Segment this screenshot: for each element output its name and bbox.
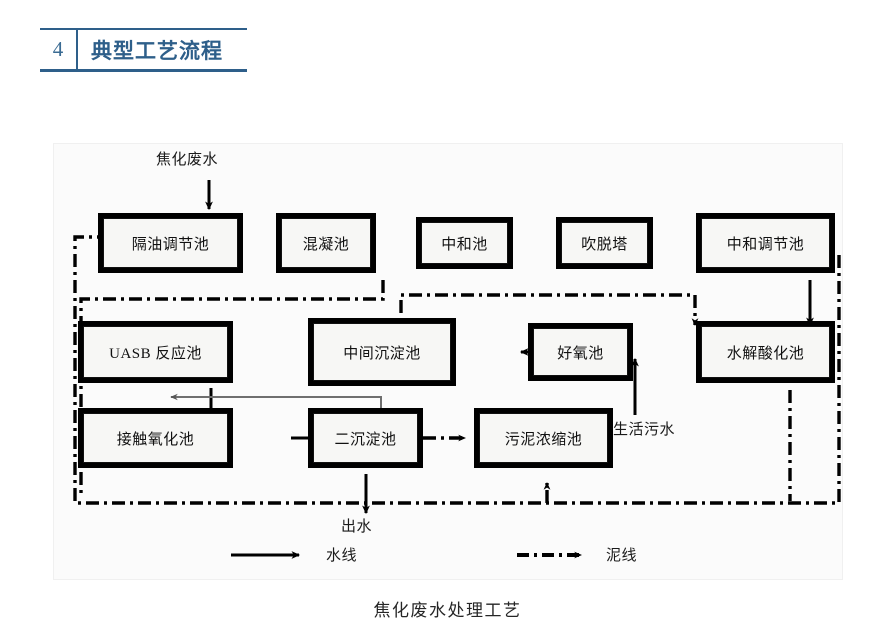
process-box-oil-separation-tank[interactable]: 隔油调节池 (98, 213, 243, 273)
process-box-label: 混凝池 (281, 218, 371, 268)
process-box-label: UASB 反应池 (83, 326, 228, 378)
process-box-uasb-reactor[interactable]: UASB 反应池 (78, 321, 233, 383)
process-box-label: 好氧池 (533, 328, 628, 376)
process-flow-diagram: 隔油调节池 混凝池 中和池 吹脱塔 中和调节池 UASB 反应池 中间沉淀池 好… (53, 143, 843, 580)
flow-label-effluent: 出水 (341, 518, 373, 535)
process-box-stripping-tower[interactable]: 吹脱塔 (556, 217, 653, 269)
section-title: 典型工艺流程 (91, 39, 223, 63)
process-box-hydrolysis-acidification-tank[interactable]: 水解酸化池 (696, 321, 835, 383)
header-divider (76, 30, 78, 69)
process-box-secondary-sedimentation-tank[interactable]: 二沉淀池 (308, 408, 423, 468)
section-header: 4 典型工艺流程 (40, 28, 247, 72)
process-box-intermediate-sedimentation-tank[interactable]: 中间沉淀池 (308, 318, 456, 386)
flow-label-domestic-sewage: 生活污水 (613, 421, 676, 438)
process-box-coagulation-tank[interactable]: 混凝池 (276, 213, 376, 273)
process-box-neutral-regulating-tank[interactable]: 中和调节池 (696, 213, 835, 273)
process-box-label: 污泥浓缩池 (479, 413, 608, 463)
process-box-contact-oxidation-tank[interactable]: 接触氧化池 (78, 408, 233, 468)
legend-label-water-line: 水线 (326, 547, 358, 564)
legend-label-sludge-line: 泥线 (606, 547, 638, 564)
process-box-label: 吹脱塔 (561, 222, 648, 264)
process-box-label: 中和池 (421, 222, 508, 264)
process-box-label: 中间沉淀池 (313, 323, 451, 381)
process-box-label: 二沉淀池 (313, 413, 418, 463)
process-box-label: 隔油调节池 (103, 218, 238, 268)
section-number: 4 (52, 37, 64, 61)
process-box-aerobic-tank[interactable]: 好氧池 (528, 323, 633, 381)
process-box-label: 接触氧化池 (83, 413, 228, 463)
flow-label-influent: 焦化废水 (156, 151, 219, 168)
process-box-neutralization-tank[interactable]: 中和池 (416, 217, 513, 269)
process-box-sludge-thickening-tank[interactable]: 污泥浓缩池 (474, 408, 613, 468)
process-box-label: 水解酸化池 (701, 326, 830, 378)
figure-caption: 焦化废水处理工艺 (373, 601, 522, 620)
process-box-label: 中和调节池 (701, 218, 830, 268)
